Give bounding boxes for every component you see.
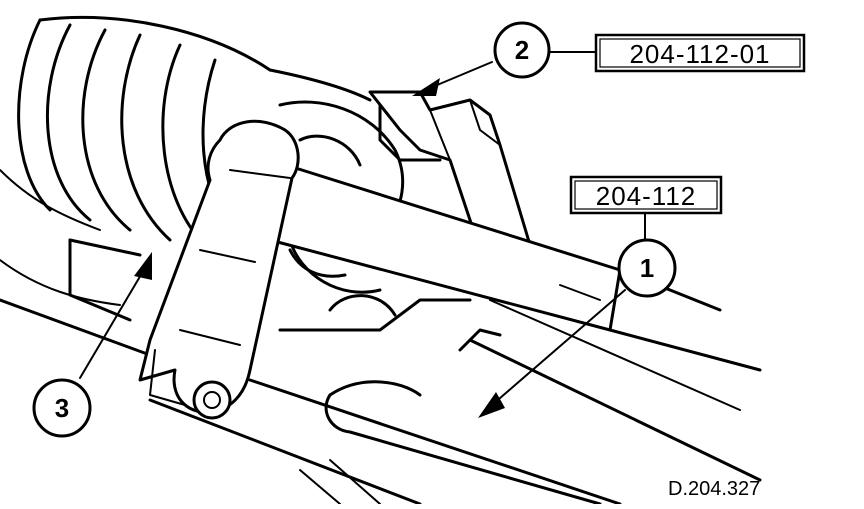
arrowhead-1 (478, 392, 505, 418)
tool-label-204-112-text: 204-112 (596, 181, 697, 211)
steering-boot-bellows (0, 15, 372, 306)
leader-arrows (79, 51, 646, 418)
callout-1: 1 (617, 238, 677, 298)
hex-nut (192, 380, 232, 420)
callout-1-number: 1 (640, 253, 654, 283)
tool-label-204-112: 204-112 (569, 175, 723, 215)
arrowhead-2 (412, 78, 440, 96)
leader-2 (429, 61, 493, 89)
leader-3 (79, 267, 146, 379)
tool-label-204-112-01-text: 204-112-01 (629, 39, 770, 69)
callout-3: 3 (32, 378, 92, 438)
figure-id: D.204.327 (668, 478, 760, 500)
callout-2-number: 2 (515, 35, 529, 65)
leader-1 (491, 289, 626, 406)
tool-label-204-112-01: 204-112-01 (594, 33, 806, 73)
callout-2: 2 (493, 21, 551, 79)
lever-arm (138, 119, 300, 420)
callout-3-number: 3 (55, 393, 69, 423)
tool-204-112-01-bracket (368, 90, 532, 252)
arrowhead-3 (134, 252, 152, 280)
